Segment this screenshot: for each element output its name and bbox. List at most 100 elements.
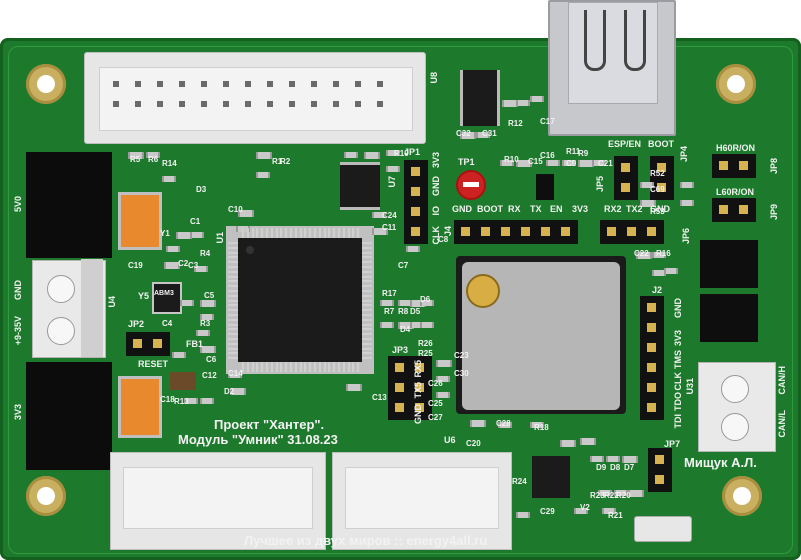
mcu-pin (251, 228, 254, 238)
mcu-pin (357, 362, 360, 372)
label-jp4: JP4 (679, 146, 689, 163)
label-y5: Y5 (138, 291, 150, 301)
smd-component (470, 420, 486, 427)
smd-component (180, 300, 194, 306)
designator-label: R53 (650, 207, 665, 216)
board-footer: Лучшее из двух миров :: energy4all.ru (244, 533, 488, 548)
mcu-pin (228, 357, 238, 360)
mcu-pin (362, 323, 372, 326)
header-pin (655, 475, 664, 484)
mcu-pin (362, 342, 372, 345)
label-jp7: JP7 (664, 439, 681, 449)
designator-label: D2 (224, 387, 235, 396)
label-jtag-gnd: GND (673, 298, 683, 318)
smd-component (652, 252, 666, 258)
smd-component (200, 314, 214, 320)
idc-pin (201, 81, 207, 87)
header-pin (411, 187, 420, 196)
mcu-pin (362, 251, 372, 254)
terminal-block-can (698, 362, 776, 452)
designator-label: C16 (540, 151, 555, 160)
mcu-pin (228, 242, 238, 244)
designator-label: C6 (206, 355, 217, 364)
smd-component (256, 152, 272, 159)
designator-label: R23 (590, 491, 605, 500)
idc-pin (157, 81, 163, 87)
mcu-pin (314, 362, 316, 372)
smd-component (372, 228, 388, 235)
label-jtag-3v3: 3V3 (673, 330, 683, 347)
designator-label: C21 (598, 159, 613, 168)
smd-component (200, 398, 214, 404)
mcu-pin (347, 228, 350, 238)
designator-label: R4 (200, 249, 211, 258)
smd-component (546, 160, 560, 166)
header-pin (501, 227, 510, 236)
designator-label: C19 (128, 261, 143, 270)
smd-component (602, 508, 616, 514)
smd-component (164, 262, 180, 269)
designator-label: V2 (580, 503, 590, 512)
mcu-pin (228, 299, 238, 302)
pin-header (454, 220, 578, 244)
designator-label: C8 (438, 235, 449, 244)
designator-label: D5 (410, 307, 421, 316)
mcu-pin (318, 228, 321, 238)
smd-component (230, 388, 246, 395)
idc-connector-bottom-left (110, 452, 326, 550)
label-jp1-io: IO (431, 206, 441, 216)
label-abm3: ABM3 (154, 290, 174, 297)
mcu-pin (256, 228, 259, 238)
designator-label: C9 (566, 159, 577, 168)
smd-component (640, 200, 656, 207)
mcu-pin (228, 333, 238, 336)
designator-label: C1 (190, 217, 201, 226)
designator-label: R3 (200, 319, 211, 328)
mcu-pin (362, 285, 372, 288)
header-pin (153, 339, 162, 348)
designator-label: Y1 (160, 229, 170, 238)
smd-component (460, 132, 476, 139)
mcu-pin (270, 228, 273, 238)
smd-component (196, 330, 210, 336)
mcu-pin (362, 256, 372, 259)
mcu-pin (294, 362, 297, 372)
label-uart-tx: TX (530, 204, 542, 214)
smd-component (640, 182, 654, 188)
designator-label: C20 (466, 439, 481, 448)
mcu-pin (280, 362, 283, 372)
test-point-tp1 (456, 170, 486, 200)
mcu-pin (228, 251, 238, 254)
label-uart-rx: RX (508, 204, 521, 214)
mcu-pin (362, 333, 372, 336)
designator-label: R8 (398, 307, 409, 316)
designator-label: C11 (382, 223, 397, 232)
header-pin (607, 227, 616, 236)
smd-component (562, 160, 576, 166)
label-jp2: JP2 (128, 319, 145, 329)
mounting-hole (722, 476, 762, 516)
smd-component (386, 166, 400, 172)
idc-pin (157, 101, 163, 107)
board-edge-outline (8, 46, 793, 554)
header-pin (395, 363, 404, 372)
designator-label: R21 (608, 511, 623, 520)
designator-label: D4 (400, 325, 411, 334)
mcu-pin (347, 362, 350, 372)
label-uart-boot: BOOT (477, 204, 503, 214)
label-u1: U1 (215, 232, 225, 244)
label-jp3-tx5: TX5 (413, 382, 423, 399)
mcu-pin (228, 270, 238, 273)
mcu-pin (338, 228, 340, 238)
designator-label: D6 (420, 295, 431, 304)
designator-label: C5 (204, 291, 215, 300)
idc-pin (113, 81, 119, 87)
mcu-pin (290, 228, 292, 238)
header-pin (411, 227, 420, 236)
mcu-pin (304, 362, 307, 372)
designator-label: C13 (372, 393, 387, 402)
mcu-pin (314, 228, 316, 238)
mcu-pin (342, 362, 345, 372)
label-esp-en: ESP/EN (608, 139, 642, 149)
